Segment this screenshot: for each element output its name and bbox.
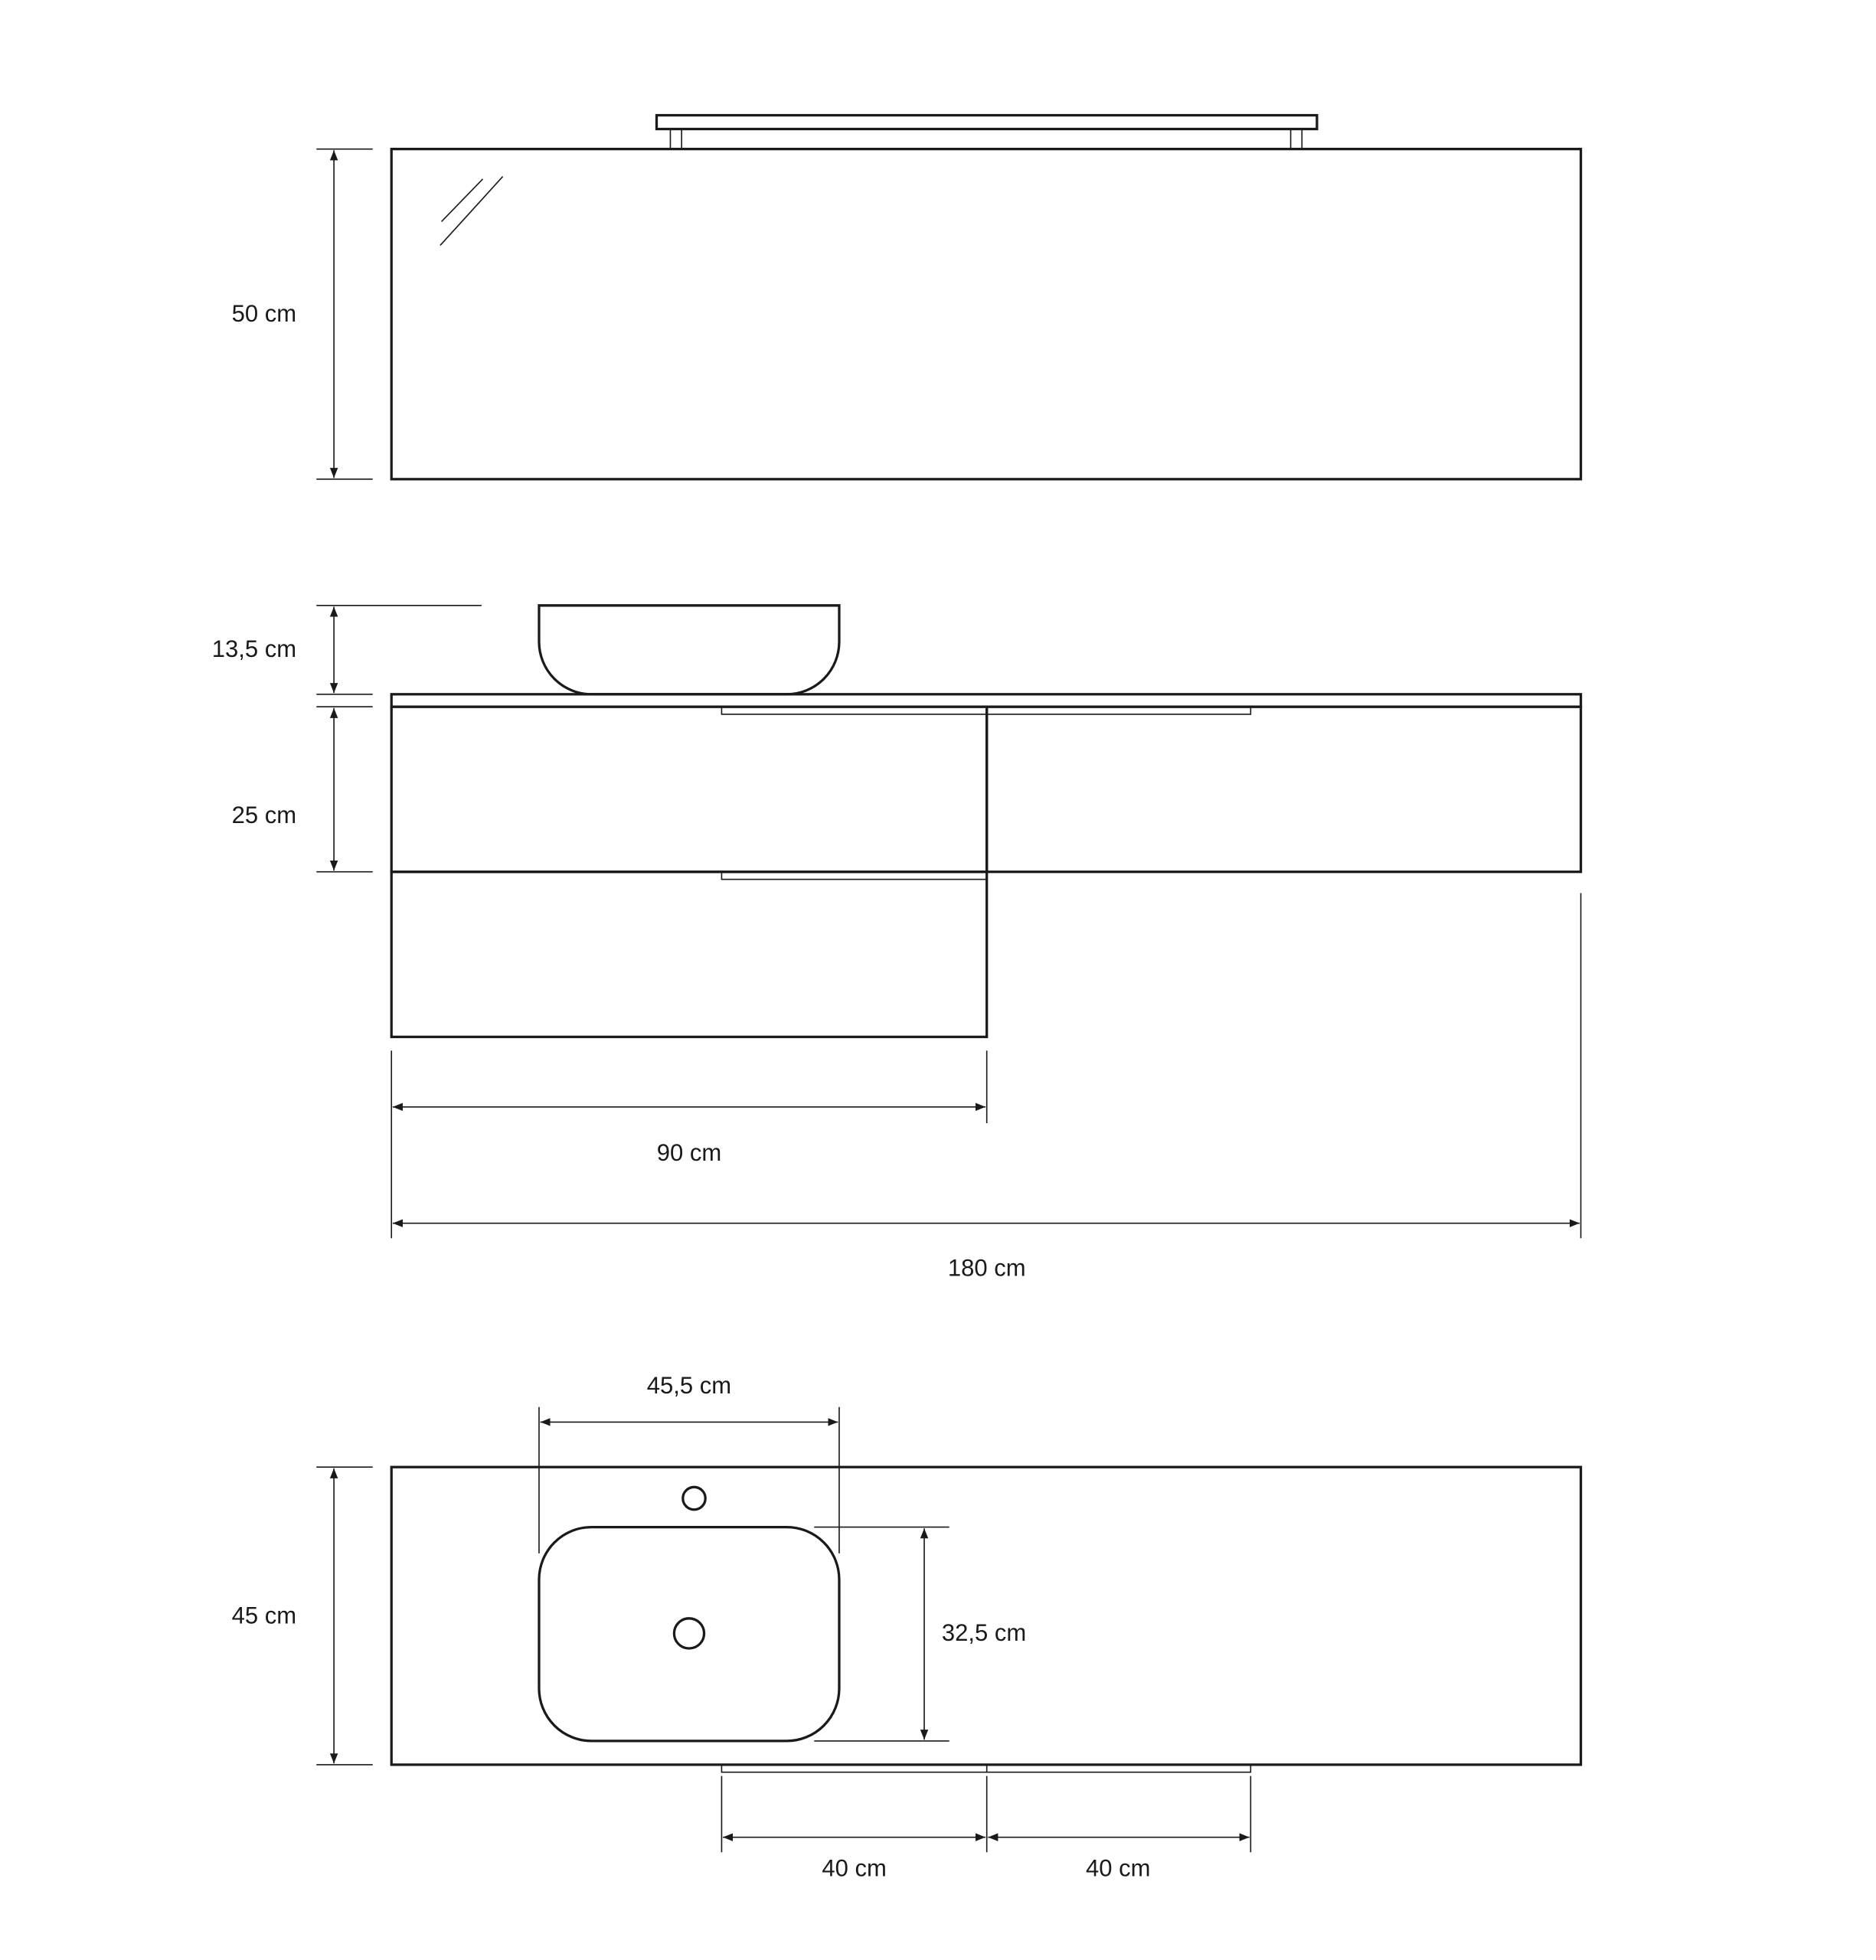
glass-reflection-icon bbox=[440, 176, 504, 246]
drawer-top-left bbox=[390, 705, 989, 874]
total-width-dimension bbox=[392, 893, 1582, 1239]
basin-width-dimension bbox=[538, 1406, 840, 1553]
vessel-basin bbox=[538, 604, 841, 696]
countertop bbox=[390, 693, 1583, 708]
mirror-height-label: 50 cm bbox=[232, 300, 296, 327]
handle-left-label: 40 cm bbox=[822, 1854, 886, 1881]
mirror bbox=[390, 148, 1583, 481]
half-width-label: 90 cm bbox=[657, 1139, 721, 1166]
basin-height-label: 13,5 cm bbox=[212, 635, 296, 662]
depth-dimension bbox=[316, 1466, 373, 1766]
drawer-height-dimension bbox=[316, 706, 373, 873]
basin-top bbox=[538, 1525, 841, 1743]
drawer-bottom-left bbox=[390, 871, 989, 1038]
handle-right-label: 40 cm bbox=[1086, 1854, 1150, 1881]
drawer-handle-bottom bbox=[721, 871, 987, 880]
drawer-height-label: 25 cm bbox=[232, 802, 296, 828]
mirror-view: 50 cm bbox=[232, 113, 1583, 481]
front-view: 13,5 cm 25 cm 90 cm 180 cm bbox=[212, 604, 1583, 1281]
total-width-label: 180 cm bbox=[948, 1254, 1026, 1281]
drain-icon bbox=[672, 1617, 706, 1650]
half-width-dimension bbox=[391, 1050, 988, 1239]
basin-depth-label: 32,5 cm bbox=[942, 1619, 1026, 1646]
drawer-handle-top bbox=[721, 707, 1252, 715]
basin-width-label: 45,5 cm bbox=[647, 1372, 731, 1399]
handles-top bbox=[721, 1764, 1252, 1773]
top-view: 45,5 cm 32,5 cm 45 cm 40 cm 40 cm bbox=[232, 1372, 1583, 1881]
depth-label: 45 cm bbox=[232, 1602, 296, 1628]
drawer-top-right bbox=[985, 705, 1583, 874]
mirror-lamp bbox=[655, 113, 1319, 150]
handle-width-dimensions bbox=[721, 1775, 1252, 1853]
tap-hole-icon bbox=[681, 1485, 707, 1511]
mirror-height-dimension bbox=[316, 148, 373, 480]
countertop-top bbox=[390, 1465, 1583, 1766]
basin-height-dimension bbox=[316, 605, 482, 695]
basin-depth-dimension bbox=[814, 1526, 949, 1742]
